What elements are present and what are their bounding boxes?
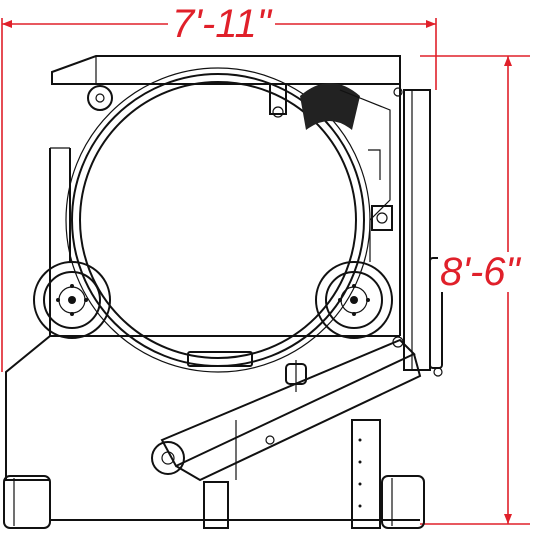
- brush-bracket: [269, 83, 287, 115]
- left-tire: [33, 261, 111, 339]
- height-arrow-top: [504, 56, 512, 66]
- right-column: [403, 89, 431, 371]
- width-arrow-left: [2, 20, 12, 28]
- drum-bottom-plate: [187, 351, 253, 367]
- left-body-outline: [5, 148, 51, 481]
- right-tire-outer: [315, 261, 393, 339]
- right-tire-rim: [325, 271, 383, 329]
- conveyor-lower-edge: [175, 353, 422, 482]
- lower-post: [351, 419, 381, 529]
- conveyor-belt: [160, 338, 416, 468]
- height-dimension-label: 8'-6": [438, 250, 522, 294]
- side-mechanism: [339, 89, 393, 262]
- left-tire-rim: [43, 271, 101, 329]
- top-left-pulley: [87, 85, 113, 111]
- top-left-pulley-wheel: [87, 85, 113, 111]
- machine-frame: [5, 55, 443, 481]
- top-cover: [51, 55, 401, 85]
- side-latch: [371, 205, 393, 231]
- width-arrow-right: [426, 20, 436, 28]
- left-tire-outer: [33, 261, 111, 339]
- brush: [269, 83, 360, 130]
- conveyor-hanger: [285, 363, 307, 385]
- right-tire: [315, 261, 393, 339]
- bottom-wheel-right: [381, 475, 425, 529]
- lower-foot: [203, 481, 229, 529]
- conveyor-roller: [151, 441, 185, 475]
- drum-inner: [79, 81, 357, 359]
- bottom-wheel-left: [3, 475, 51, 529]
- conveyor: [151, 336, 422, 482]
- height-arrow-bottom: [504, 514, 512, 524]
- bottom-wheels: [3, 475, 425, 529]
- width-dimension: [1, 18, 437, 372]
- lower-chassis: [50, 419, 420, 529]
- brush-bristles: [300, 83, 360, 130]
- width-dimension-label: 7'-11": [168, 4, 275, 44]
